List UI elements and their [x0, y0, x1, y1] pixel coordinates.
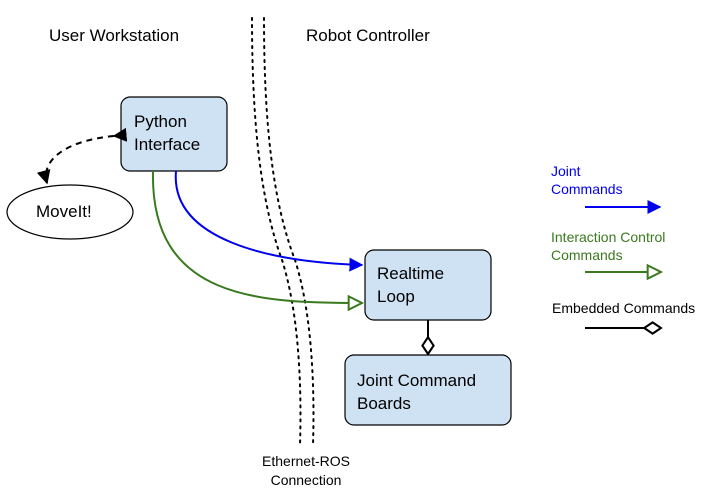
realtime-loop-label-line2: Loop	[377, 287, 415, 306]
interaction-control-arrow	[151, 170, 362, 303]
moveit-label: MoveIt!	[36, 202, 92, 221]
python-interface-label-line2: Interface	[134, 135, 201, 154]
boundary-line-left	[251, 17, 302, 446]
legend-interaction-control-label: Interaction Control Commands	[551, 228, 665, 264]
user-workstation-title: User Workstation	[49, 26, 180, 45]
joint-commands-arrow	[174, 170, 364, 272]
legend-joint-commands-line1: Joint	[551, 163, 581, 179]
joint-command-boards-label: Joint Command Boards	[357, 369, 476, 415]
python-interface-label-line1: Python	[134, 112, 187, 131]
legend-interaction-control-line2: Commands	[551, 247, 623, 263]
robot-controller-title: Robot Controller	[306, 26, 430, 45]
realtime-loop-label: Realtime Loop	[377, 262, 444, 308]
ethernet-ros-caption: Ethernet-ROS Connection	[248, 452, 364, 490]
joint-command-boards-label-line1: Joint Command	[357, 371, 477, 390]
boundary-line-right	[263, 17, 315, 446]
ethernet-ros-caption-line1: Ethernet-ROS	[262, 453, 350, 469]
moveit-ellipse	[6, 184, 134, 240]
python-interface-label: Python Interface	[134, 110, 200, 156]
moveit-python-dashed-arrow	[36, 127, 128, 185]
legend-joint-commands-label: Joint Commands	[551, 162, 623, 198]
legend-joint-commands-line2: Commands	[551, 181, 623, 197]
legend-interaction-control-line1: Interaction Control	[551, 229, 666, 245]
joint-command-boards-label-line2: Boards	[357, 394, 411, 413]
ethernet-ros-caption-line2: Connection	[270, 472, 342, 488]
legend-embedded-commands-label: Embedded Commands	[552, 300, 696, 316]
realtime-loop-label-line1: Realtime	[377, 264, 445, 283]
